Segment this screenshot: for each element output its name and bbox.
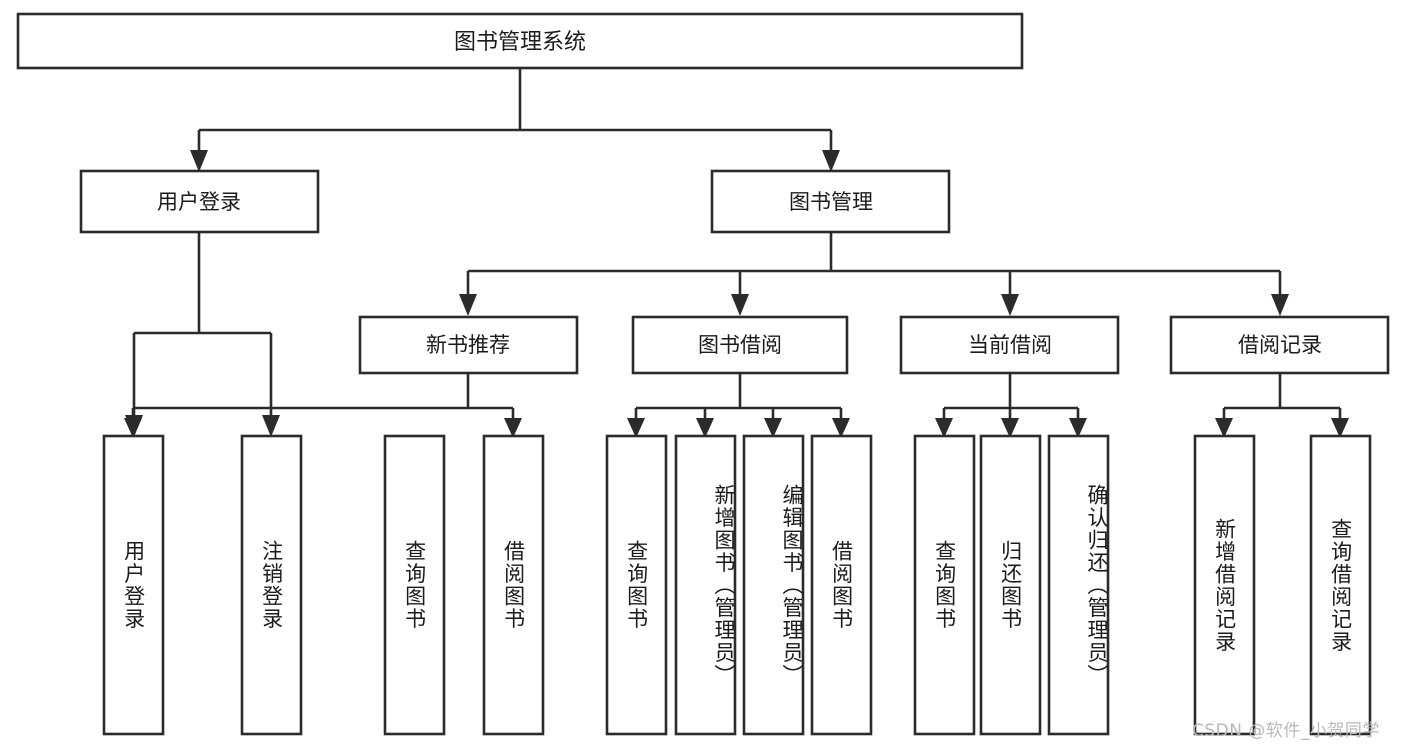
arrow-icon-leaf-logout <box>262 415 280 437</box>
arrow-icon-leaf-bb-4 <box>832 418 850 438</box>
arrowhead-layer <box>124 150 1349 438</box>
node-box-root[interactable] <box>16 12 1024 70</box>
node-box-leaf-bb-0[interactable] <box>605 434 668 736</box>
node-box-book-manage[interactable] <box>710 169 951 234</box>
node-box-leaf-nb-1[interactable] <box>482 434 545 736</box>
node-box-leaf-bb-3[interactable] <box>810 434 873 736</box>
node-label-user-login: 用户登录 <box>157 190 241 214</box>
node-box-leaf-cb-1[interactable] <box>979 434 1042 736</box>
arrow-icon-leaf-br-2 <box>1331 418 1349 438</box>
arrow-icon-book-borrow <box>731 294 749 316</box>
node-box-leaf-ul-0[interactable] <box>102 434 165 736</box>
node-box-leaf-ul-1[interactable] <box>240 434 303 736</box>
label-layer: 图书管理系统 用户登录 图书管理 新书推荐 图书借阅 当前借阅 借阅记录 <box>157 30 1322 357</box>
node-box-leaf-cb-2[interactable] <box>1047 434 1110 736</box>
node-layer <box>16 12 1390 736</box>
node-label-new-book-recommend: 新书推荐 <box>426 333 510 357</box>
node-box-borrow-record[interactable] <box>1169 315 1390 375</box>
node-label-current-borrow: 当前借阅 <box>968 333 1052 357</box>
node-box-leaf-nb-0[interactable] <box>383 434 446 736</box>
node-label-borrow-record: 借阅记录 <box>1238 333 1322 357</box>
arrow-icon-leaf-nb-2 <box>504 418 522 438</box>
arrow-icon-leaf-bb-2 <box>696 418 714 438</box>
root-label: 图书管理系统 <box>454 30 586 55</box>
arrow-icon-leaf-bb-3 <box>764 418 782 438</box>
arrow-icon-leaf-cb-2 <box>1001 418 1019 438</box>
arrow-icon-leaf-br-1 <box>1215 418 1233 438</box>
node-label-book-manage: 图书管理 <box>789 190 873 214</box>
watermark-text: CSDN @软件_小贺同学 <box>1192 721 1380 741</box>
node-box-book-borrow[interactable] <box>631 315 849 375</box>
node-box-new-book-recommend[interactable] <box>358 315 579 375</box>
node-box-leaf-br-0[interactable] <box>1193 434 1256 736</box>
arrow-icon-borrow-record <box>1271 294 1289 316</box>
arrow-icon-user-login <box>190 150 208 172</box>
arrow-icon-leaf-bb-1 <box>627 418 645 438</box>
arrow-icon-current-borrow <box>1001 294 1019 316</box>
node-box-leaf-bb-1[interactable] <box>674 434 737 736</box>
node-box-leaf-cb-0[interactable] <box>913 434 976 736</box>
arrow-icon-leaf-cb-3 <box>1069 418 1087 438</box>
arrow-icon-leaf-nb-1 <box>124 418 142 438</box>
node-box-user-login[interactable] <box>79 169 320 234</box>
node-label-book-borrow: 图书借阅 <box>698 333 782 357</box>
arrow-icon-leaf-cb-1 <box>935 418 953 438</box>
arrow-icon-book-manage <box>822 150 840 172</box>
node-box-current-borrow[interactable] <box>899 315 1120 375</box>
arrow-icon-new-book <box>459 294 477 316</box>
node-box-leaf-bb-2[interactable] <box>742 434 805 736</box>
node-box-leaf-br-1[interactable] <box>1309 434 1372 736</box>
